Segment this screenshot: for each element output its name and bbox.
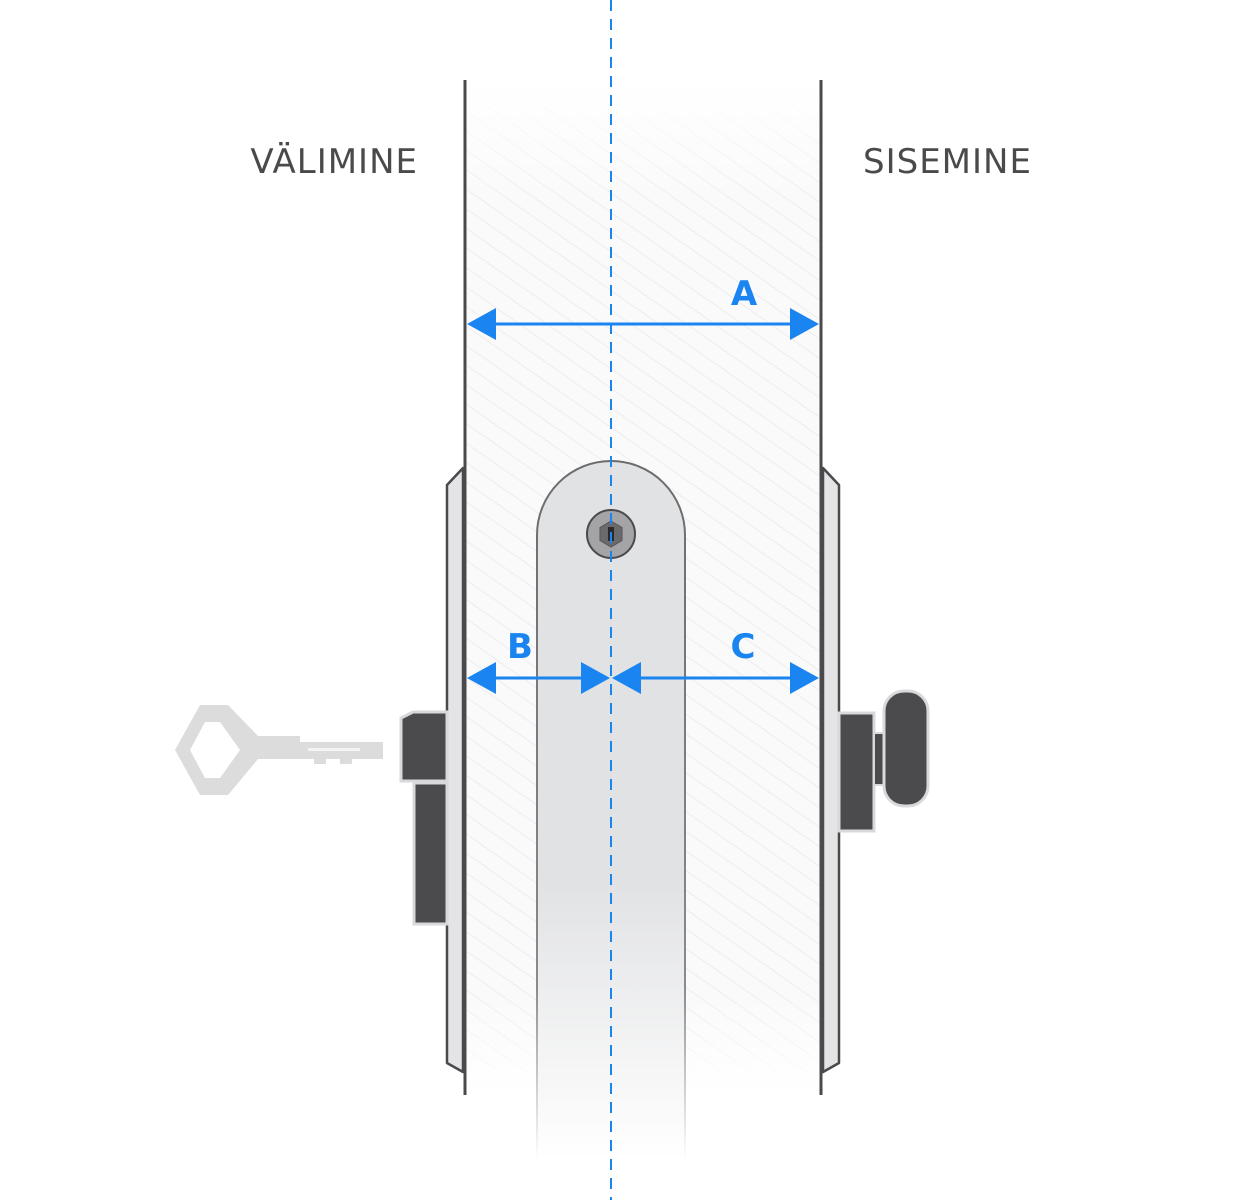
dimension-b: [467, 662, 610, 694]
dimension-c: [612, 662, 819, 694]
outside-plate: [445, 466, 465, 1074]
lock-body: [536, 460, 686, 1161]
outside-label: VÄLIMINE: [250, 142, 418, 182]
dimension-a-label: A: [731, 274, 758, 314]
inside-label: SISEMINE: [863, 142, 1032, 182]
thumbturn-icon: [873, 689, 930, 808]
dimension-c-label: C: [731, 627, 756, 667]
inside-plate: [821, 466, 841, 1074]
outside-cylinder: [399, 710, 449, 926]
key-icon: [175, 705, 383, 795]
dimension-b-label: B: [507, 627, 533, 667]
inside-cylinder: [837, 711, 876, 833]
dimension-a: [467, 308, 819, 340]
